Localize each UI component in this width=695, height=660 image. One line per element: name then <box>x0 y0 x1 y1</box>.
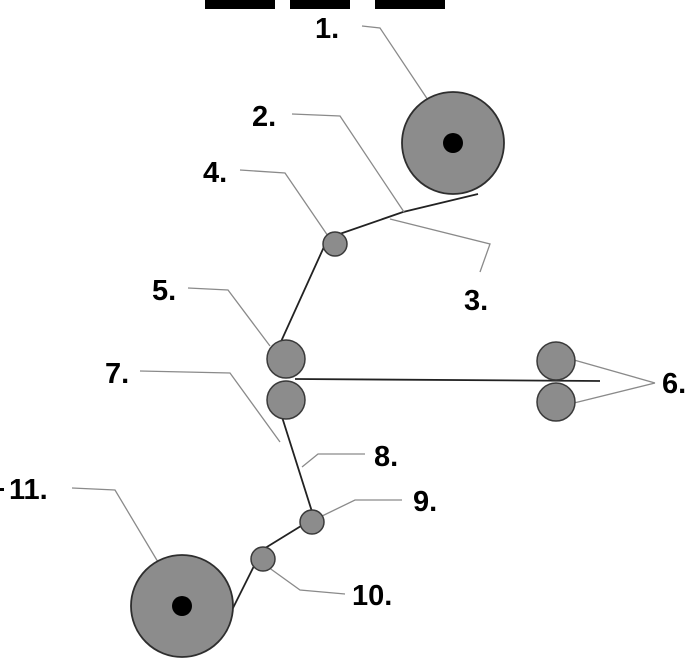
label-6: 6. <box>662 368 686 400</box>
label-1: 1. <box>315 13 339 45</box>
label-7: 7. <box>105 358 129 390</box>
supply-reel-hub-icon <box>443 133 463 153</box>
label-10: 10. <box>352 580 392 612</box>
leader-line-7 <box>139 370 281 443</box>
leader-line-6-lower <box>573 382 656 404</box>
guide-roller-9 <box>299 509 325 535</box>
label-4: 4. <box>203 157 227 189</box>
leader-line-10 <box>267 566 346 595</box>
leader-line-4 <box>239 169 329 237</box>
pinch-roller-upper <box>536 341 576 381</box>
top-crop-fragment <box>290 0 350 9</box>
leader-line-1 <box>361 25 429 101</box>
leader-line-11 <box>71 487 159 563</box>
top-crop-fragment <box>375 0 445 9</box>
label-5: 5. <box>152 275 176 307</box>
guide-roller-4 <box>322 231 348 257</box>
leader-line-8 <box>301 453 365 468</box>
roller-pair-upper <box>266 339 306 379</box>
pinch-roller-lower <box>536 382 576 422</box>
leader-line-5 <box>187 287 271 347</box>
takeup-reel-hub-icon <box>172 596 192 616</box>
label-3: 3. <box>464 285 488 317</box>
leader-line-3 <box>389 218 491 273</box>
label-11: 11. <box>9 474 48 506</box>
top-crop-fragment <box>205 0 275 9</box>
label-8: 8. <box>374 441 398 473</box>
left-crop-fragment <box>0 488 4 491</box>
tape-path-upper <box>273 193 479 358</box>
leader-line-2 <box>291 113 405 213</box>
roller-pair-lower <box>266 380 306 420</box>
leader-line-6-upper <box>573 359 656 384</box>
tape-path-horizontal <box>294 378 601 382</box>
label-2: 2. <box>252 101 276 133</box>
guide-roller-10 <box>250 546 276 572</box>
tape-path-lower <box>231 397 316 611</box>
label-9: 9. <box>413 486 437 518</box>
leader-line-9 <box>317 499 402 519</box>
